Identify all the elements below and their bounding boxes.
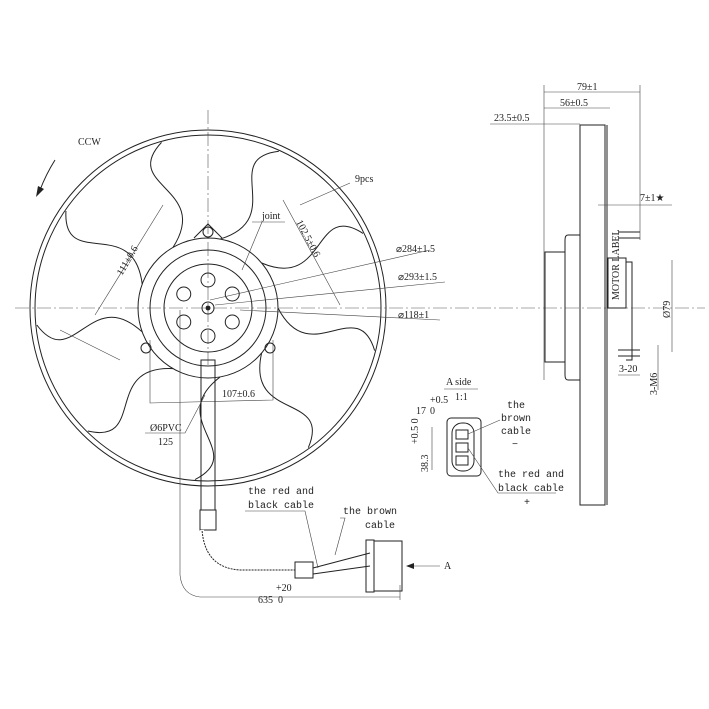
a-side-detail: A side 1:1 17 +0.5 0 38.3 +0.5 0 the bro… [410,377,564,509]
hub-tab [193,223,223,239]
fan-front-view [29,129,387,487]
dim-56-label: 56±0.5 [560,98,588,109]
motor-label-text: MOTOR LABEL [611,229,622,300]
dim-38-label: 38.3 [420,455,431,473]
brown-cable-line2: cable [365,520,395,532]
a-red-line2: black cable [498,483,564,495]
cable-spec-label: Ø6PVC [150,423,182,434]
dim-118-label: ⌀118±1 [398,310,429,321]
dim-3-20-label: 3-20 [619,364,637,375]
fan-blade [261,225,364,269]
fan-blade [65,210,143,285]
fan-blade [259,352,313,448]
dim-d79-label: Ø79 [662,301,673,318]
motor-hole [200,272,216,288]
dim-293-label: ⌀293±1.5 [398,272,437,283]
dim-284-label: ⌀284±1.5 [396,244,435,255]
ccw-arrow-icon [39,159,56,191]
dim-17-tol-up: +0.5 [430,395,448,406]
rotation-label: CCW [78,137,101,148]
corrugated-tube [201,529,295,571]
dim-17-tol-low: 0 [430,406,435,417]
motor-body [564,234,581,381]
motor-face [163,263,253,353]
hub-ring [149,249,267,367]
shroud-profile [579,124,606,506]
hub-outer [137,237,279,379]
dim-107-label: 107±0.6 [222,389,255,400]
mount-hole-left [140,342,152,354]
dim-17-label: 17 [416,406,426,417]
a-side-scale: 1:1 [455,392,468,403]
a-brown-line1: the [507,400,525,412]
dim-635-label: 635 [258,595,273,606]
shaft-center [205,305,211,311]
dim-7-label: 7±1★ [640,193,664,204]
brown-cable-line1: the brown [343,506,397,518]
motor-holes [176,272,240,344]
shroud-inner-ring [34,134,382,482]
shroud-outer-ring [29,129,387,487]
red-black-cable-line1: the red and [248,486,314,498]
a-brown-line2: brown [501,413,531,425]
fan-blade [277,307,376,351]
a-brown-line3: cable [501,426,531,438]
motor-shaft [201,301,215,315]
motor-hole [224,286,240,302]
view-a-label: A [444,561,452,572]
dim-102-label: 102.5±0.6 [293,218,322,259]
dim-79-label: 79±1 [577,82,598,93]
mount-hole-top [202,226,214,238]
a-brown-sign: − [512,440,518,451]
dim-111-label: 111±0.6 [115,244,141,277]
dim-635-tol-up: +20 [276,583,292,594]
fan-blade [150,142,184,248]
motor-hole [224,314,240,330]
fan-side-view: MOTOR LABEL [544,124,640,506]
dim-3m6-label: 3-M6 [649,373,660,395]
motor-hole [176,314,192,330]
mount-hole-right [264,342,276,354]
connector-face-outer [446,417,482,477]
red-black-cable-line2: black cable [248,500,314,512]
cable-harness [179,310,403,600]
motor-hole [200,328,216,344]
dim-23-label: 23.5±0.5 [494,113,530,124]
fan-blade [220,150,279,240]
fan-blade [87,368,174,434]
fan-blade [36,316,143,341]
fan-blade [194,376,221,480]
dim-38-tol: +0.5 0 [410,418,421,444]
cable-length-label: 125 [158,437,173,448]
motor-hole [176,286,192,302]
fan-blades [36,142,376,480]
blade-count-label: 9pcs [355,174,373,185]
joint-label: joint [261,211,281,222]
motor-label-area [607,257,627,309]
connector-body [373,540,403,592]
connector-face-inner [451,422,475,472]
dim-635-tol-low: 0 [278,595,283,606]
a-side-title: A side [446,377,472,388]
a-red-sign: + [524,498,530,509]
motor-back [544,251,566,363]
a-red-line1: the red and [498,469,564,481]
